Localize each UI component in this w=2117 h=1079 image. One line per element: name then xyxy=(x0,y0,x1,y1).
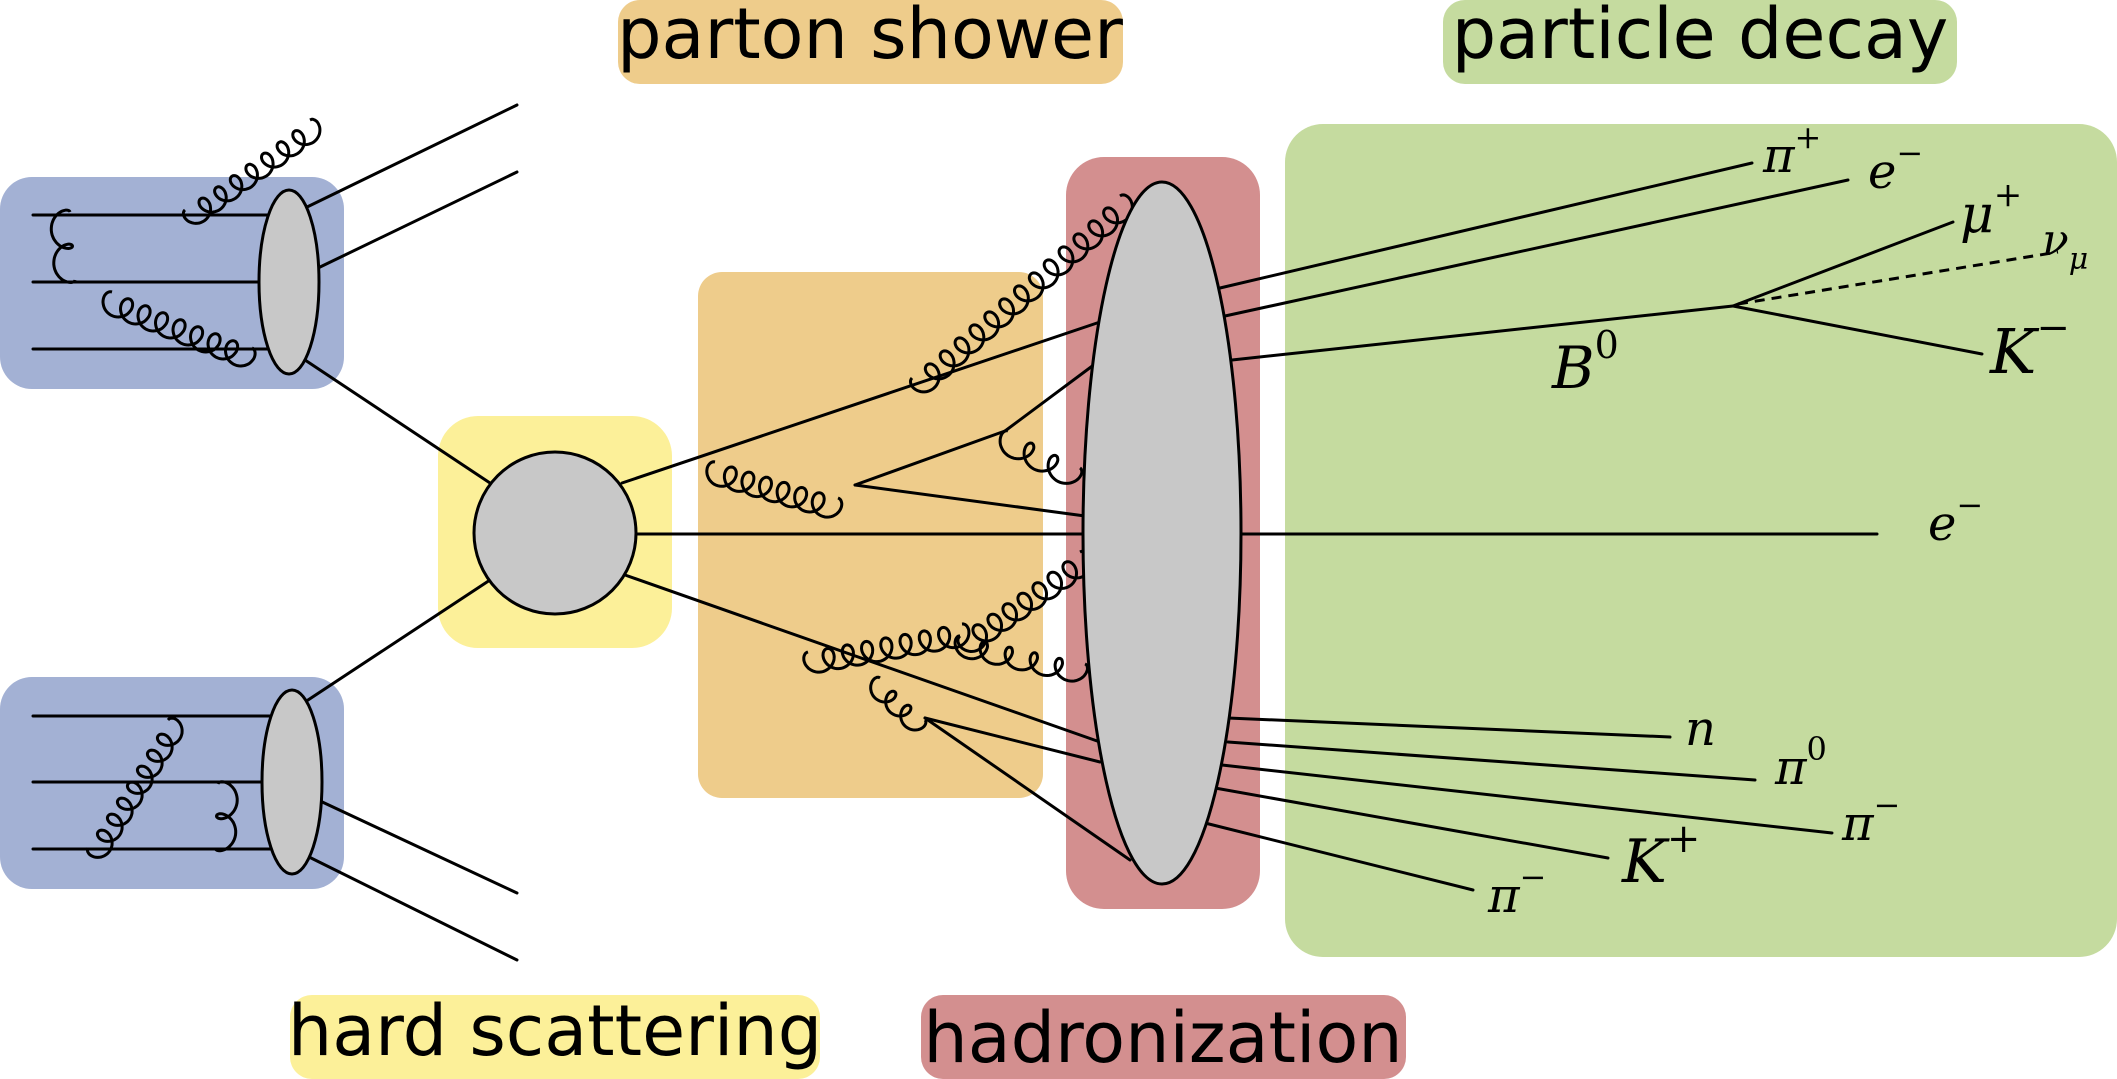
label-mu-plus: μ+ xyxy=(1960,175,2022,245)
incoming-partons xyxy=(303,358,492,704)
label-pi-minus-bottom: π− xyxy=(1487,858,1546,924)
label-K-minus: K− xyxy=(1989,305,2070,388)
particle-decay-label-box xyxy=(1443,0,1957,84)
particle-decay-region xyxy=(1285,124,2117,957)
stage-label-hard-scattering: hard scattering xyxy=(288,990,822,1072)
label-pi-plus: π+ xyxy=(1762,118,1821,184)
hard-scattering-blob xyxy=(472,450,638,616)
label-nu-mu: νμ xyxy=(2042,215,2088,277)
label-pi-zero: π0 xyxy=(1774,730,1827,796)
label-pi-minus-right: π− xyxy=(1841,786,1900,852)
gluon-7 xyxy=(705,460,844,519)
beam-remnant-lines xyxy=(303,103,519,962)
proton-blob-bottom xyxy=(260,688,324,876)
stage-label-parton-shower: parton shower xyxy=(617,0,1123,75)
gluon-1 xyxy=(181,117,322,225)
hard-scattering-label-box xyxy=(290,995,820,1079)
proton-blob-top xyxy=(257,188,321,376)
gluon-12 xyxy=(869,675,928,732)
stage-label-hadronization: hadronization xyxy=(923,997,1402,1079)
parton-shower-label-box xyxy=(618,0,1123,84)
hadronization-label-box xyxy=(921,995,1406,1079)
gluon-lines xyxy=(49,117,1134,859)
stage-label-particle-decay: particle decay xyxy=(1452,0,1949,75)
gluon-9 xyxy=(802,622,971,674)
shower-lines xyxy=(620,320,1132,862)
label-neutron: n xyxy=(1685,701,1716,757)
hadronization-blob xyxy=(1081,180,1243,886)
label-B0: B0 xyxy=(1551,323,1619,402)
gluon-10 xyxy=(956,549,1093,654)
gluon-6 xyxy=(909,193,1134,394)
particle-labels: π+ e− μ+ νμ B0 K− e− n π0 π− K+ π− xyxy=(1487,118,2088,924)
gluon-11 xyxy=(953,634,1090,683)
decay-lines xyxy=(1203,161,2059,892)
gluon-8 xyxy=(998,429,1084,485)
gluon-3 xyxy=(49,208,77,285)
label-K-plus: K+ xyxy=(1621,816,1700,897)
label-e-minus-mid: e− xyxy=(1928,486,1983,552)
gluon-5 xyxy=(213,780,239,853)
gluon-2 xyxy=(101,290,257,368)
label-e-minus-top: e− xyxy=(1868,134,1923,200)
gluon-4 xyxy=(85,716,184,859)
